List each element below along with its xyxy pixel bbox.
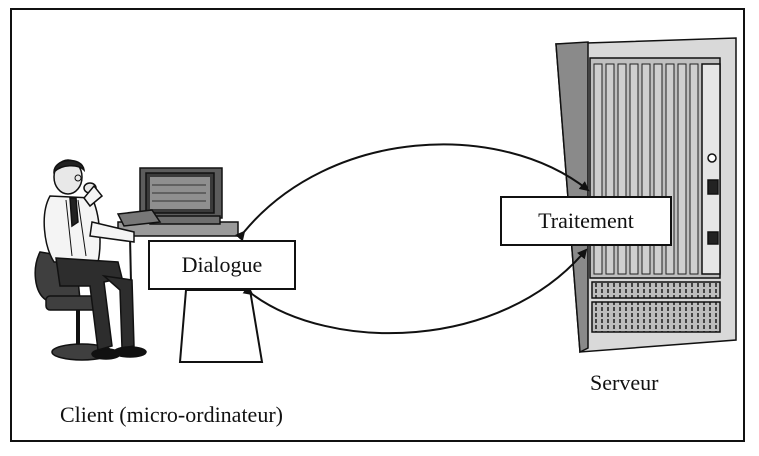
desk-icon — [117, 221, 264, 363]
traitement-box: Traitement — [500, 196, 672, 246]
dialogue-box: Dialogue — [148, 240, 296, 290]
server-card-slots — [593, 63, 699, 275]
keyboard-icon — [116, 209, 162, 227]
server-rack-icon — [555, 37, 737, 354]
server-caption: Serveur — [590, 370, 659, 395]
person-at-computer-icon — [34, 159, 264, 363]
client-caption: Client (micro-ordinateur) — [60, 402, 283, 427]
connection-arrows — [235, 143, 590, 335]
traitement-label: Traitement — [538, 208, 634, 233]
lower-arrow — [242, 248, 588, 335]
person-icon — [43, 159, 147, 360]
dialogue-label: Dialogue — [181, 252, 263, 277]
upper-arrow — [235, 143, 590, 242]
diagram-frame — [10, 8, 745, 442]
